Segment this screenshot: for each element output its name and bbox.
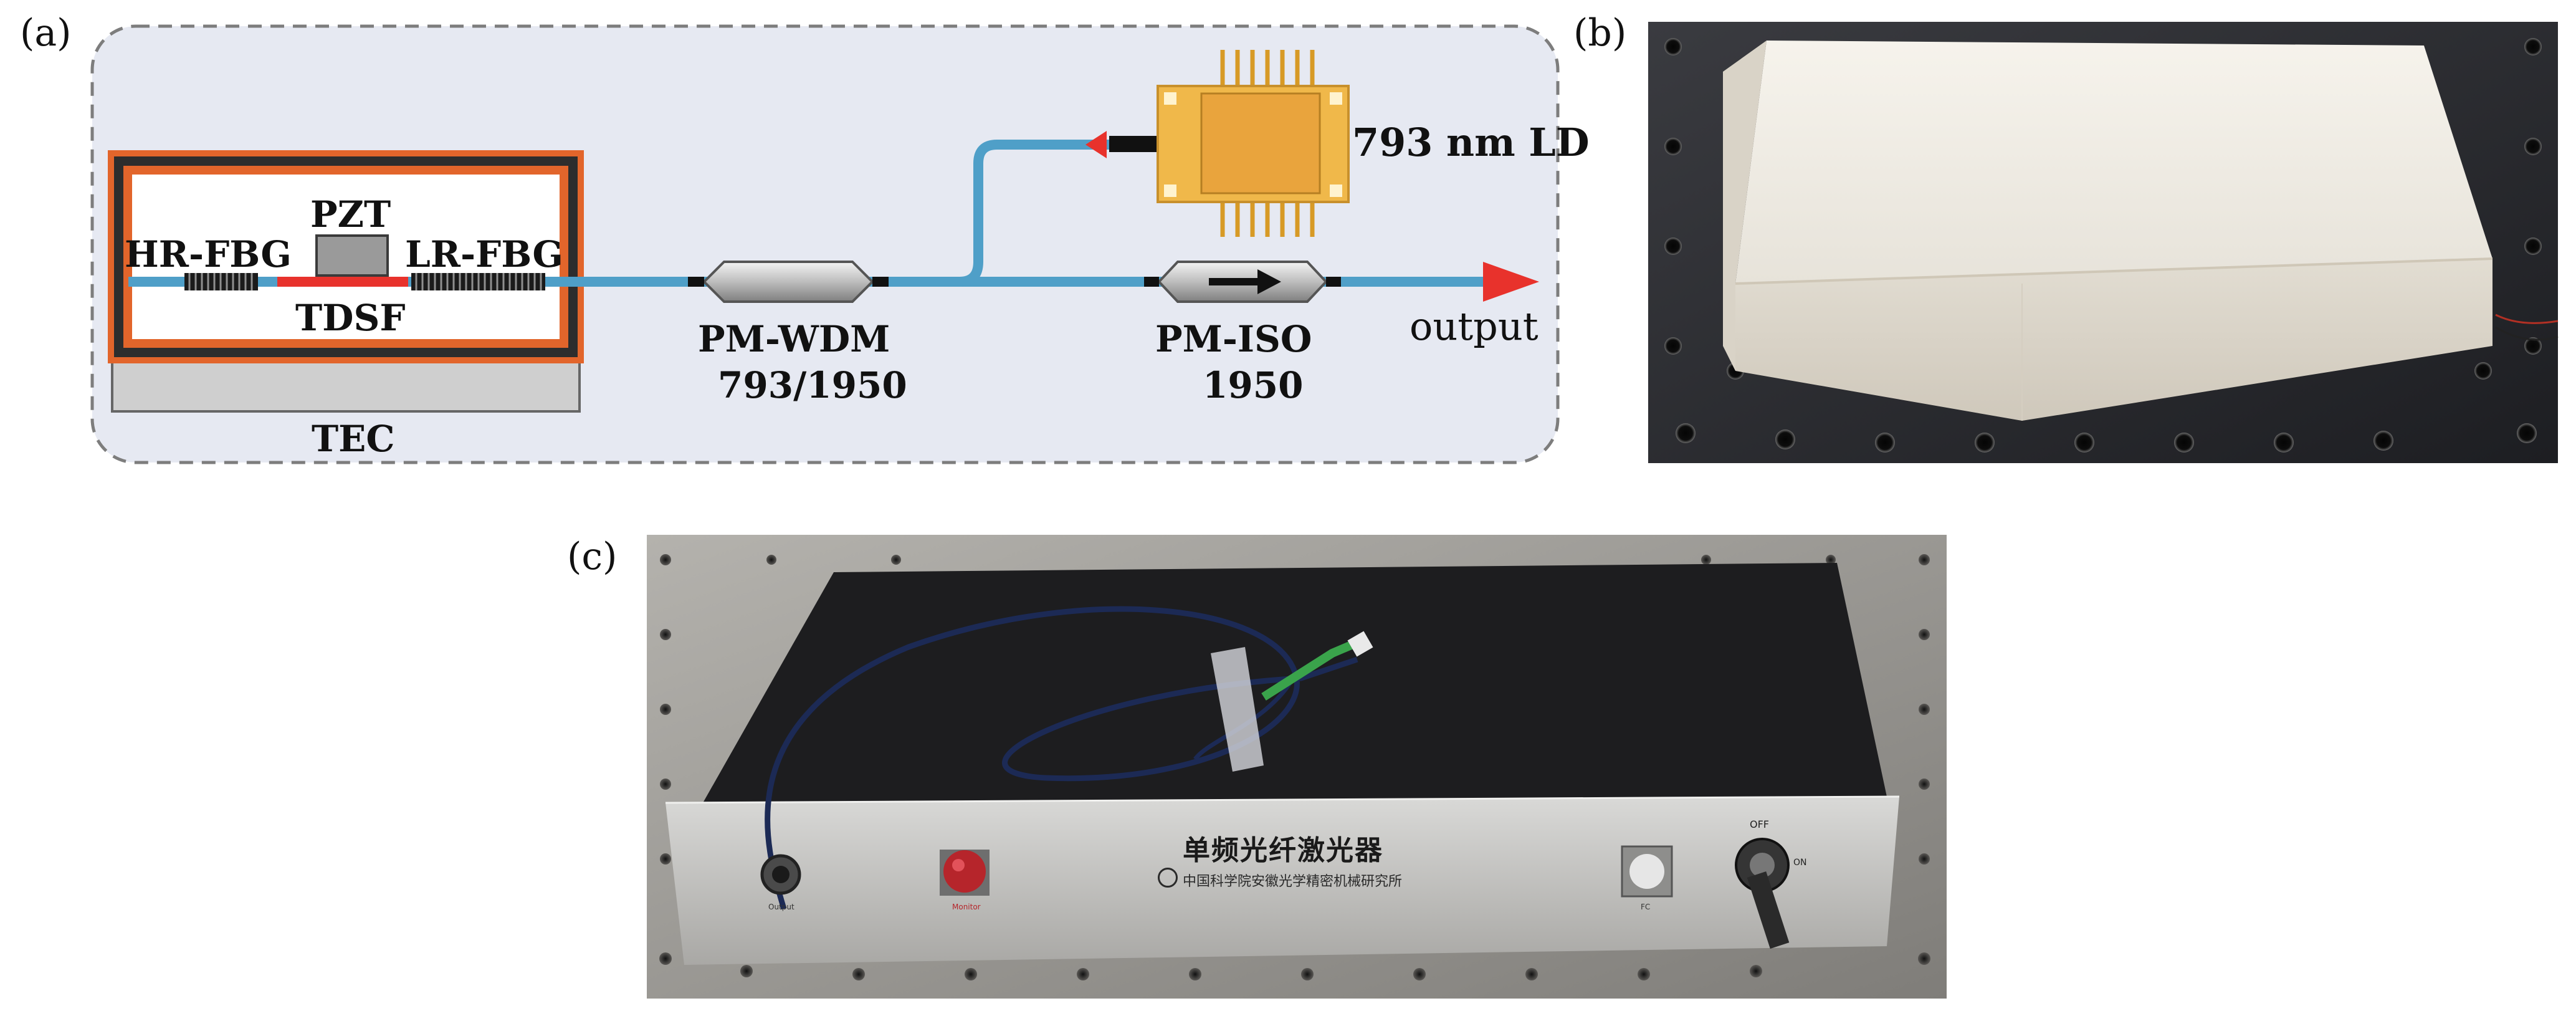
tec-label: TEC [312, 418, 395, 460]
iso-label-1: PM-ISO [1155, 318, 1312, 360]
panel-label-b: (b) [1573, 11, 1627, 55]
wdm-label-1: PM-WDM [698, 318, 890, 360]
pump-laser-diode [1085, 50, 1350, 237]
iso-label-2: 1950 [1203, 364, 1303, 406]
output-port-label: Output [768, 903, 794, 911]
device-title-text: 单频光纤激光器 [1183, 835, 1383, 866]
panel-label-c: (c) [567, 535, 618, 578]
lr-fbg-label: LR-FBG [405, 233, 563, 276]
device-photo-illustration [647, 535, 1947, 999]
output-arrow [1483, 262, 1539, 302]
institute-logo [1158, 868, 1178, 888]
pzt-label: PZT [310, 193, 391, 236]
laser-schematic: HR-FBG PZT LR-FBG TDSF TEC PM-WDM 793/19… [90, 24, 1590, 464]
pzt-block [315, 234, 389, 277]
wdm-coupler [688, 261, 889, 303]
housing-photo-illustration [1648, 22, 2559, 463]
photo-laser-housing [1648, 22, 2559, 463]
tec-base [111, 359, 581, 413]
off-label: OFF [1750, 818, 1769, 830]
ld-label: 793 nm LD [1352, 120, 1590, 165]
output-label: output [1410, 304, 1538, 349]
tdsf-label: TDSF [295, 297, 406, 339]
wdm-label-2: 793/1950 [718, 364, 907, 406]
on-label: ON [1793, 858, 1807, 868]
photo-laser-device: 单频光纤激光器 中国科学院安徽光学精密机械研究所 OFF ON Output M… [647, 535, 1947, 999]
hr-fbg-grating [184, 273, 258, 290]
fc-label: FC [1641, 903, 1651, 911]
institute-text: 中国科学院安徽光学精密机械研究所 [1183, 874, 1403, 889]
fiber-branch [959, 140, 1109, 287]
hr-fbg-label: HR-FBG [125, 233, 292, 276]
lr-fbg-grating [411, 273, 545, 290]
isolator [1144, 261, 1341, 303]
monitor-button-label: Monitor [952, 903, 981, 911]
panel-label-a: (a) [20, 11, 72, 55]
